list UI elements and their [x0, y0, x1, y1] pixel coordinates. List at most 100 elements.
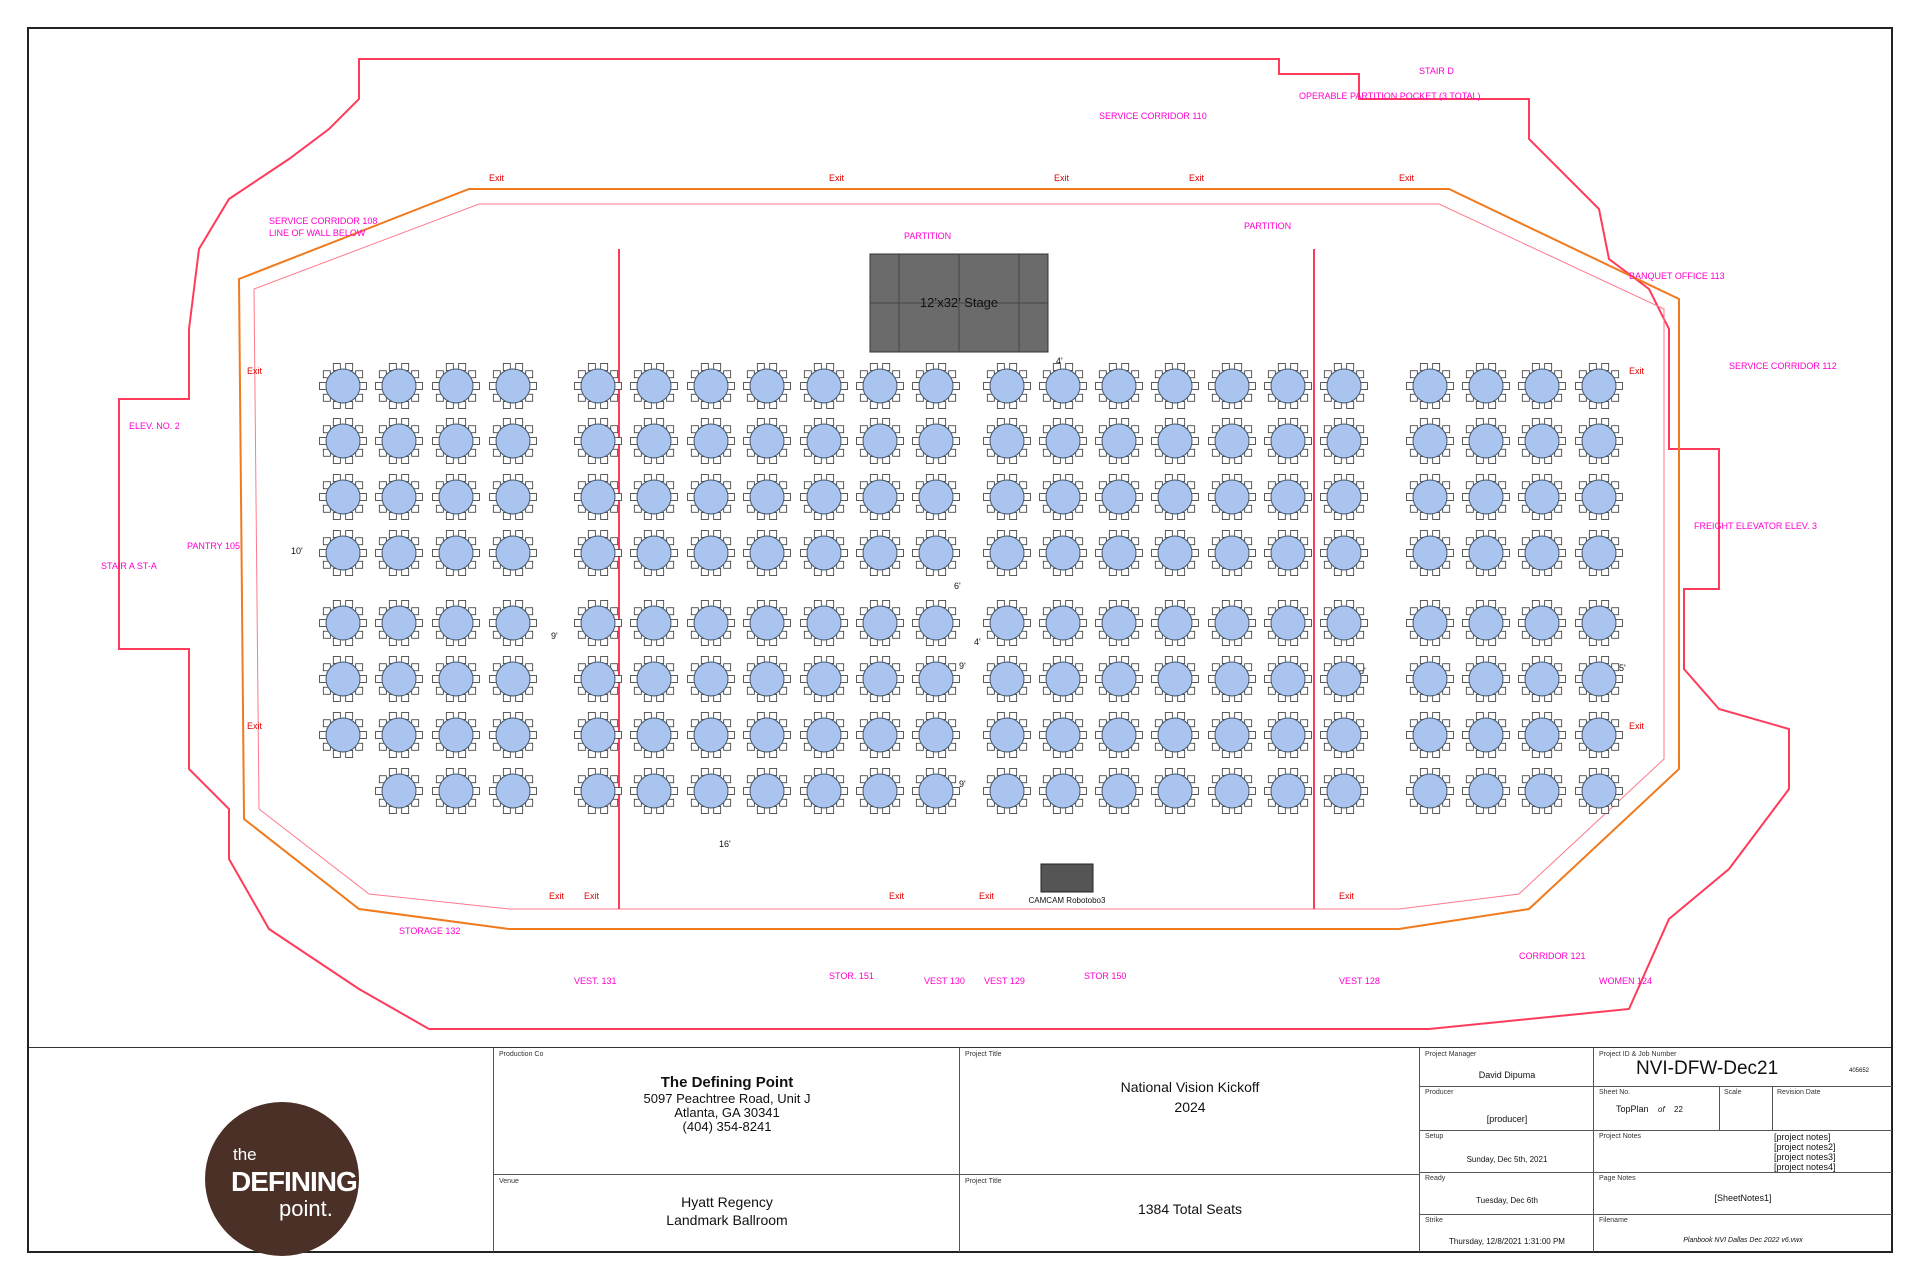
chair: [375, 731, 383, 739]
chair: [574, 437, 582, 445]
chair: [896, 787, 904, 795]
round-table: [912, 656, 960, 702]
round-table: [1406, 474, 1454, 520]
round-table: [983, 530, 1031, 576]
chair: [1079, 675, 1087, 683]
chair: [1502, 619, 1510, 627]
round-table: [319, 363, 367, 409]
table-top: [1468, 368, 1504, 404]
chair: [800, 493, 808, 501]
chair: [1615, 437, 1623, 445]
chair: [472, 549, 480, 557]
chair: [489, 787, 497, 795]
table-top: [1524, 717, 1560, 753]
chair: [1095, 437, 1103, 445]
chair: [1558, 493, 1566, 501]
table-top: [1214, 773, 1250, 809]
round-table: [1462, 363, 1510, 409]
chair: [489, 731, 497, 739]
chair: [1518, 549, 1526, 557]
round-table: [856, 474, 904, 520]
camera-platform: [1040, 863, 1094, 893]
chair: [574, 549, 582, 557]
chair: [840, 382, 848, 390]
table-top: [693, 535, 729, 571]
chair: [1264, 493, 1272, 501]
round-table: [432, 600, 480, 646]
chair: [1558, 619, 1566, 627]
round-table: [432, 768, 480, 814]
round-table: [1462, 418, 1510, 464]
table-top: [693, 368, 729, 404]
table-top: [1045, 479, 1081, 515]
table-top: [438, 535, 474, 571]
chair: [800, 731, 808, 739]
chair: [1575, 619, 1583, 627]
dim-label: 9': [959, 779, 966, 789]
table-top: [749, 368, 785, 404]
service-corridor-110-label: SERVICE CORRIDOR 110: [1099, 111, 1207, 121]
chair: [1264, 437, 1272, 445]
chair: [1462, 437, 1470, 445]
table-top: [1101, 717, 1137, 753]
chair: [1615, 675, 1623, 683]
table-top: [1101, 535, 1137, 571]
chair: [1191, 437, 1199, 445]
chair: [952, 549, 960, 557]
chair: [1039, 549, 1047, 557]
table-top: [580, 423, 616, 459]
sheet-of: of: [1658, 1105, 1665, 1114]
table-top: [1412, 423, 1448, 459]
chair: [614, 382, 622, 390]
chair: [1151, 437, 1159, 445]
chair: [856, 437, 864, 445]
table-top: [1412, 773, 1448, 809]
round-table: [1264, 530, 1312, 576]
round-table: [856, 656, 904, 702]
chair: [1191, 382, 1199, 390]
round-table: [983, 768, 1031, 814]
round-table: [574, 474, 622, 520]
round-table: [489, 363, 537, 409]
chair: [1502, 382, 1510, 390]
chair: [1079, 787, 1087, 795]
exit-label: Exit: [1629, 721, 1645, 731]
table-top: [1270, 535, 1306, 571]
table-top: [636, 423, 672, 459]
chair: [1079, 382, 1087, 390]
table-top: [989, 535, 1025, 571]
stage-label: 12’x32’ Stage: [920, 295, 998, 310]
chair: [1023, 787, 1031, 795]
round-table: [1575, 474, 1623, 520]
chair: [856, 619, 864, 627]
chair: [1264, 382, 1272, 390]
chair: [1095, 619, 1103, 627]
chair: [1023, 437, 1031, 445]
job-label: Project ID & Job Number: [1599, 1051, 1677, 1058]
chair: [783, 787, 791, 795]
chair: [952, 382, 960, 390]
table-top: [1468, 661, 1504, 697]
table-top: [749, 661, 785, 697]
table-top: [918, 479, 954, 515]
chair: [983, 493, 991, 501]
round-table: [912, 418, 960, 464]
dim-label: 16': [719, 839, 731, 849]
round-table: [1208, 600, 1256, 646]
round-table: [1406, 712, 1454, 758]
chair: [1502, 675, 1510, 683]
table-top: [1270, 605, 1306, 641]
chair: [574, 731, 582, 739]
round-table: [912, 474, 960, 520]
chair: [1575, 549, 1583, 557]
chair: [1135, 493, 1143, 501]
round-table: [1208, 656, 1256, 702]
project-line2: 2024: [1174, 1099, 1206, 1115]
chair: [800, 549, 808, 557]
page-notes-value: [SheetNotes1]: [1714, 1193, 1772, 1203]
table-top: [806, 661, 842, 697]
table-top: [1581, 773, 1617, 809]
chair: [1151, 382, 1159, 390]
chair: [727, 731, 735, 739]
round-table: [1320, 530, 1368, 576]
